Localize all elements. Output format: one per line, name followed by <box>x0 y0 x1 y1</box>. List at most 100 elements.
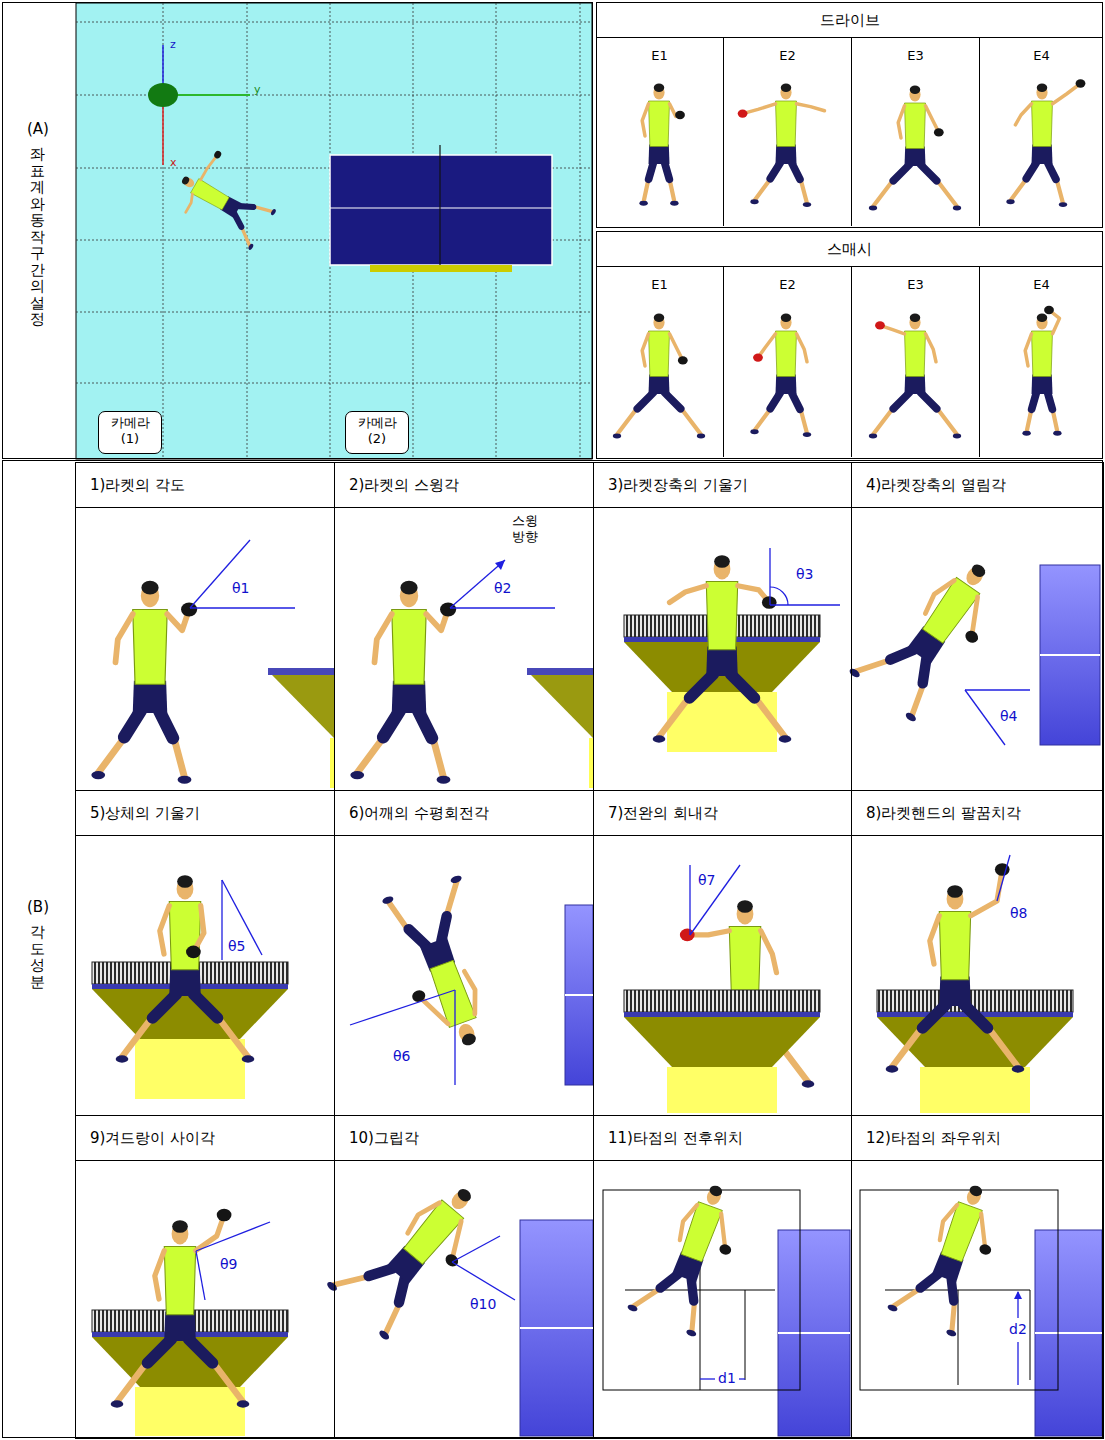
shoe <box>869 434 877 439</box>
leg <box>617 393 653 435</box>
text-wrap: d2 <box>1009 1321 1027 1337</box>
leg <box>921 165 957 207</box>
leg <box>159 711 184 778</box>
table-body <box>624 1017 820 1067</box>
angle-symbol: θ1 <box>232 580 249 596</box>
shorts-leg <box>1026 163 1036 179</box>
text-wrap: θ8 <box>1010 905 1027 921</box>
hair <box>737 900 753 913</box>
axis-label-wrap: z <box>170 38 176 51</box>
origin-marker <box>148 83 178 107</box>
angle-line <box>1017 1342 1018 1385</box>
shoe <box>1059 202 1067 207</box>
shorts <box>169 967 201 996</box>
leg <box>418 711 443 778</box>
shoe <box>237 1400 250 1407</box>
shorts-leg <box>637 393 653 409</box>
arm <box>183 194 195 212</box>
arm <box>375 614 392 662</box>
table-top-view <box>565 905 593 1085</box>
player-figure <box>626 1171 751 1339</box>
grid-line <box>76 312 592 313</box>
shoe <box>270 208 277 216</box>
leg <box>333 1246 393 1308</box>
angle-symbol: θ2 <box>494 580 511 596</box>
arm <box>642 104 648 136</box>
axis-label-wrap: y <box>254 83 261 96</box>
angle-line <box>196 1251 205 1300</box>
player-figure <box>738 84 825 208</box>
shorts-leg <box>893 393 909 409</box>
node-text: 스매시 <box>597 232 1102 267</box>
text-wrap: θ3 <box>796 566 813 582</box>
hair <box>708 1184 723 1198</box>
shirt <box>649 331 670 377</box>
position-frame <box>860 1190 1058 1390</box>
grid-line <box>76 383 592 384</box>
racket <box>738 109 748 117</box>
racket <box>675 111 685 119</box>
racket <box>411 988 427 1003</box>
shoe <box>639 201 647 206</box>
text-wrap: d1 <box>718 1370 736 1386</box>
shirt <box>164 1247 196 1315</box>
text-wrap: 6)어깨의 수평회전각 <box>335 791 593 836</box>
text-wrap: E1 <box>596 277 723 292</box>
leg <box>239 196 273 222</box>
leg <box>934 1279 968 1332</box>
leg <box>792 163 807 204</box>
shorts <box>164 1312 196 1341</box>
angle-line <box>190 540 250 608</box>
shorts-leg <box>792 393 800 410</box>
shoe <box>627 1303 639 1312</box>
racket <box>443 1252 461 1269</box>
text-wrap: 8)라켓핸드의 팔꿈치각 <box>852 791 1103 836</box>
arm <box>971 870 1003 916</box>
event-cell: E2 <box>723 267 851 457</box>
cell-title: 1)라켓의 각도 <box>76 463 334 508</box>
shorts-leg <box>665 393 681 409</box>
shirt <box>939 1202 982 1263</box>
arm <box>116 614 133 662</box>
leg <box>188 1339 243 1402</box>
table-edge <box>370 265 512 272</box>
leg <box>659 674 714 737</box>
table-side-top <box>527 668 593 675</box>
cell-title: 6)어깨의 수평회전각 <box>335 791 593 836</box>
hair <box>781 84 792 92</box>
angle-symbol: θ8 <box>1010 905 1027 921</box>
hair <box>781 314 792 322</box>
leg <box>117 1339 172 1402</box>
shorts-leg <box>153 994 177 1018</box>
table-center-line <box>778 1332 850 1334</box>
shorts <box>905 146 926 166</box>
arm <box>460 970 483 1014</box>
arm <box>405 1197 440 1236</box>
cell-title: 7)전완의 회내각 <box>594 791 851 836</box>
camera-box: 카메라 (2) <box>345 411 409 454</box>
shorts <box>1032 374 1053 394</box>
shirt <box>939 912 971 980</box>
text-wrap: 각도성분 <box>30 924 45 990</box>
angle-line <box>452 1236 500 1262</box>
header-panel: 스매시E1E2E3E4 <box>596 231 1103 459</box>
text-wrap: 1)라켓의 각도 <box>76 463 334 508</box>
text-wrap: E1 <box>596 48 723 63</box>
arm <box>761 931 777 973</box>
hair <box>654 84 665 92</box>
shoe <box>437 776 451 784</box>
table-side-body <box>272 675 334 738</box>
shorts <box>939 977 971 1006</box>
angle-cell: 3)라켓장축의 기울기θ3 <box>593 462 852 791</box>
shorts-leg <box>913 658 935 683</box>
arm <box>743 104 776 114</box>
shoe <box>904 711 917 723</box>
arm <box>1025 334 1031 366</box>
text-wrap: θ6 <box>393 1048 410 1064</box>
leg <box>856 629 914 691</box>
player-figure <box>869 314 961 439</box>
angle-symbol: θ3 <box>796 566 813 582</box>
angle-line <box>770 604 840 605</box>
table-top-view <box>1035 1230 1102 1436</box>
leg <box>369 1278 420 1334</box>
